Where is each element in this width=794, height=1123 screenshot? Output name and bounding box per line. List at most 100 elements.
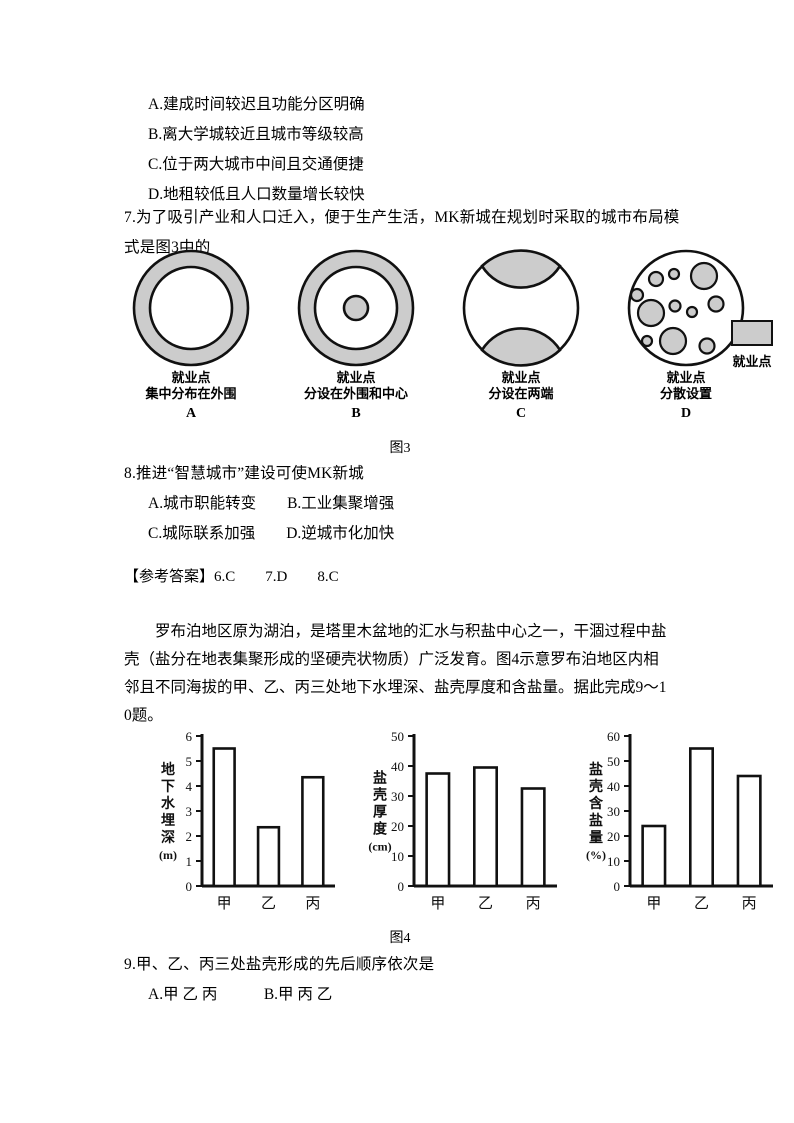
x-category-label: 丙: [742, 896, 757, 912]
question6-option-b: B.离大学城较近且城市等级较高: [148, 126, 364, 143]
y-axis-title-char: 盐: [589, 761, 603, 778]
y-tick-label: 30: [391, 789, 404, 804]
model-d-caption: 就业点 分散设置: [621, 370, 751, 402]
y-tick-label: 1: [186, 854, 193, 869]
model-b-caption: 就业点 分设在外围和中心: [291, 370, 421, 402]
model-a-diagram: [132, 249, 250, 367]
y-axis-title-char: (m): [159, 848, 177, 862]
x-category-label: 甲: [217, 896, 232, 912]
question8-stem: 8.推进“智慧城市”建设可使MK新城: [124, 465, 364, 482]
figure3-caption: 图3: [389, 441, 411, 456]
bar: [301, 775, 325, 888]
city-model-c: 就业点 分设在两端 C: [456, 248, 586, 421]
y-tick-label: 5: [186, 754, 193, 769]
bar-chart-svg: 0123456甲乙丙地下水埋深(m): [159, 729, 335, 912]
y-tick-label: 10: [607, 854, 620, 869]
model-a-caption-line1: 就业点: [171, 370, 211, 385]
figure3-legend: 就业点: [715, 320, 789, 370]
y-axis-title-char: 壳: [588, 778, 603, 795]
model-b-diagram: [297, 249, 415, 367]
question6-option-c: C.位于两大城市中间且交通便捷: [148, 156, 364, 173]
model-c-letter: C: [515, 406, 527, 421]
model-d-caption-line2: 分散设置: [659, 386, 712, 401]
y-tick-label: 3: [186, 804, 193, 819]
model-b-caption-line2: 分设在外围和中心: [303, 386, 408, 401]
x-category-label: 乙: [261, 896, 276, 912]
y-tick-label: 2: [186, 829, 193, 844]
model-b-letter: B: [351, 406, 361, 421]
y-axis-title-char: 盐: [373, 770, 387, 787]
y-axis-title-char: 下: [161, 779, 175, 795]
bar: [520, 787, 546, 888]
y-tick-label: 6: [186, 729, 193, 744]
reference-answers-items: 6.C 7.D 8.C: [214, 569, 339, 585]
question7-stem: 7.为了吸引产业和人口迁入，便于生产生活，MK新城在规划时采取的城市布局模 式是…: [124, 203, 724, 263]
question9-options-line1: A.甲 乙 丙 B.甲 丙 乙: [148, 986, 333, 1003]
model-a-letter: A: [185, 406, 197, 421]
x-category-label: 丙: [526, 896, 541, 912]
bar-chart-svg: 01020304050甲乙丙盐壳厚度(cm): [368, 729, 557, 912]
employment-point-swatch-icon: [731, 320, 773, 346]
question6-option-a: A.建成时间较迟且功能分区明确: [148, 96, 365, 113]
model-b-caption-line1: 就业点: [336, 370, 376, 385]
x-category-label: 丙: [305, 896, 320, 912]
bar: [425, 772, 451, 888]
x-category-label: 甲: [430, 896, 445, 912]
y-axis-title-char: 水: [161, 795, 176, 812]
y-tick-label: 0: [614, 879, 621, 894]
y-axis-title-char: 盐: [589, 812, 603, 829]
bar-chart-svg: 0102030405060甲乙丙盐壳含盐量(%): [586, 729, 773, 912]
y-tick-label: 40: [391, 759, 404, 774]
y-axis-title-char: 埋: [161, 813, 175, 829]
y-axis-title-char: (cm): [368, 840, 391, 854]
model-d-diagram: [627, 249, 745, 367]
bar: [472, 766, 499, 888]
y-tick-label: 0: [398, 879, 405, 894]
y-axis-title-char: 深: [161, 829, 175, 846]
model-a-caption: 就业点 集中分布在外围: [126, 370, 256, 402]
passage-line2: 壳（盐分在地表集聚形成的坚硬壳状物质）广泛发育。图4示意罗布泊地区内相: [124, 651, 659, 668]
x-category-label: 乙: [694, 896, 709, 912]
bar: [736, 774, 762, 888]
question6-options: A.建成时间较迟且功能分区明确 B.离大学城较近且城市等级较高 C.位于两大城市…: [148, 90, 748, 210]
bar: [641, 824, 667, 888]
city-model-b: 就业点 分设在外围和中心 B: [291, 248, 421, 421]
lopnur-passage: 罗布泊地区原为湖泊，是塔里木盆地的汇水与积盐中心之一，干涸过程中盐 壳（盐分在地…: [124, 618, 680, 730]
y-tick-label: 50: [607, 754, 620, 769]
model-c-diagram: [462, 249, 580, 367]
passage-line1: 罗布泊地区原为湖泊，是塔里木盆地的汇水与积盐中心之一，干涸过程中盐: [124, 623, 667, 640]
model-c-caption-line2: 分设在两端: [488, 386, 554, 401]
passage-line4: 0题。: [124, 707, 163, 724]
y-tick-label: 50: [391, 729, 404, 744]
reference-answers: 【参考答案】6.C 7.D 8.C: [124, 565, 724, 586]
y-tick-label: 40: [607, 779, 620, 794]
y-axis-title-char: 厚: [373, 805, 387, 821]
city-model-d: 就业点 分散设置 D: [621, 248, 751, 421]
model-c-caption: 就业点 分设在两端: [456, 370, 586, 402]
x-category-label: 乙: [478, 896, 493, 912]
bar: [212, 747, 236, 888]
y-axis-title-char: 地: [161, 761, 175, 778]
reference-answers-label: 【参考答案】: [124, 569, 215, 585]
question8: 8.推进“智慧城市”建设可使MK新城 A.城市职能转变 B.工业集聚增强 C.城…: [124, 459, 724, 549]
bar: [688, 747, 715, 888]
y-tick-label: 60: [607, 729, 620, 744]
passage-line3: 邻且不同海拔的甲、乙、丙三处地下水埋深、盐壳厚度和含盐量。据此完成9～1: [124, 679, 667, 696]
y-tick-label: 20: [607, 829, 620, 844]
figure3-models: 就业点 集中分布在外围 A 就业点 分设在外围和中心 B: [120, 248, 794, 421]
y-axis-title-char: 壳: [372, 787, 387, 804]
y-tick-label: 20: [391, 819, 404, 834]
y-axis-title-char: (%): [586, 848, 606, 862]
bar: [256, 825, 281, 888]
y-axis-title-char: 含: [589, 795, 604, 812]
y-axis-title-char: 量: [589, 830, 603, 846]
y-tick-label: 10: [391, 849, 404, 864]
model-c-caption-line1: 就业点: [501, 370, 541, 385]
city-model-a: 就业点 集中分布在外围 A: [126, 248, 256, 421]
question9-stem: 9.甲、乙、丙三处盐壳形成的先后顺序依次是: [124, 956, 435, 973]
figure4-caption: 图4: [389, 931, 411, 946]
